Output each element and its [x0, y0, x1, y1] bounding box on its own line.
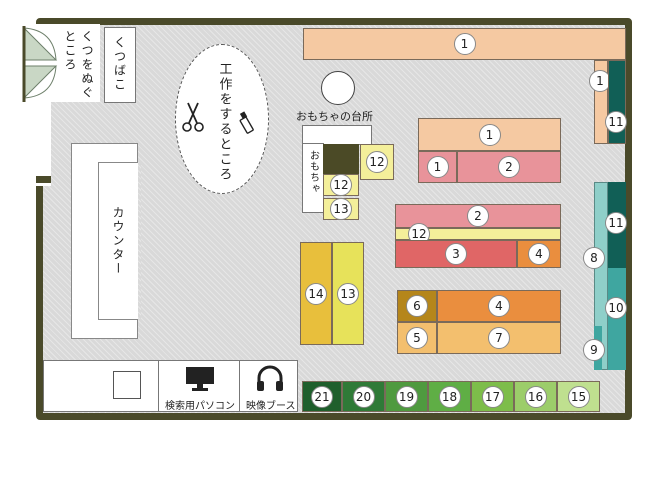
- shelf-number: 11: [605, 212, 627, 234]
- shelf-19: 19: [385, 381, 428, 412]
- sink-icon: [321, 71, 355, 105]
- shelf-number: 14: [305, 282, 327, 305]
- box-icon: [113, 371, 141, 399]
- shelf-15: 15: [557, 381, 600, 412]
- shelf-5: 5: [397, 322, 437, 354]
- shelf-13: 13: [332, 242, 364, 345]
- shelf-number: 2: [467, 205, 489, 227]
- shelf-number: 6: [406, 295, 428, 317]
- shelf-number: 17: [481, 385, 504, 408]
- shelf-6: 6: [397, 290, 437, 322]
- shelf-10: [608, 268, 626, 370]
- shelf-7: 7: [437, 322, 561, 354]
- monitor-icon: [186, 367, 214, 391]
- shelf-12-strip: [395, 228, 561, 240]
- shelf-number: 5: [406, 327, 428, 349]
- video-booth: 映像ブース: [240, 360, 298, 412]
- door-icon: [22, 26, 58, 102]
- shelf-12-toy: 12: [323, 174, 359, 196]
- shelf-21: 21: [302, 381, 342, 412]
- shelf-16: 16: [514, 381, 557, 412]
- shelf-4-red-side: 4: [517, 240, 561, 268]
- wall-segment: [36, 176, 51, 183]
- shelf-1-mid: 1: [418, 118, 561, 151]
- toy-shelf: おもちゃ: [302, 143, 324, 213]
- counter-label: カウンター: [111, 206, 125, 276]
- shelf-number: 8: [583, 247, 605, 269]
- shelf-number: 4: [528, 243, 550, 265]
- shoe-box: くつばこ: [104, 27, 136, 103]
- headphones-icon: [257, 365, 283, 391]
- shelf-number: 16: [524, 385, 547, 408]
- search-pc-station: 検索用パソコン: [158, 360, 240, 412]
- shelf-13-toy: 13: [323, 198, 359, 220]
- shelf-number: 12: [330, 174, 352, 196]
- workshop-label: 工作をするところ: [216, 62, 232, 182]
- shelf-number: 1: [453, 33, 476, 55]
- shelf-number: 7: [488, 327, 510, 349]
- shelf-number: 15: [567, 385, 590, 408]
- shelf-18: 18: [428, 381, 471, 412]
- shelf-number: 11: [605, 111, 627, 133]
- shelf-4-orange: 4: [437, 290, 561, 322]
- shelf-12-small: 12: [360, 144, 394, 180]
- shelf-number: 13: [330, 198, 352, 220]
- shoe-area-label: くつをぬぐところ: [63, 30, 94, 100]
- shelf-number: 10: [605, 297, 627, 319]
- shelf-number: 4: [488, 295, 510, 317]
- shoe-removal-area: くつをぬぐところ: [60, 26, 98, 102]
- shelf-number: 20: [352, 385, 375, 408]
- shoe-box-label: くつばこ: [112, 36, 127, 92]
- shelf-number: 1: [478, 123, 501, 146]
- scissors-icon: [182, 102, 204, 132]
- counter-desk: カウンター: [98, 162, 138, 320]
- workshop-text-box: 工作をするところ: [212, 62, 236, 182]
- shelf-number: 9: [583, 339, 605, 361]
- shelf-20: 20: [342, 381, 385, 412]
- shelf-3: 3: [395, 240, 517, 268]
- shelf-14: 14: [300, 242, 332, 345]
- shelf-17: 17: [471, 381, 514, 412]
- search-pc-label: 検索用パソコン: [165, 401, 235, 412]
- shelf-number: 3: [445, 243, 467, 265]
- shelf-number: 1: [426, 156, 449, 178]
- video-booth-label: 映像ブース: [246, 401, 296, 412]
- glue-icon: [239, 111, 254, 134]
- shelf-number: 13: [337, 282, 359, 305]
- toy-kitchen-label: おもちゃの台所: [296, 110, 373, 123]
- toy-kitchen-stove: [323, 144, 359, 174]
- toy-label: おもちゃ: [307, 150, 319, 194]
- entrance-gap: [27, 100, 51, 186]
- toy-kitchen-counter: [302, 125, 372, 145]
- shelf-number: 2: [498, 156, 520, 178]
- shelf-number: 21: [311, 385, 333, 408]
- shelf-number: 18: [438, 385, 461, 408]
- shelf-number: 12: [366, 151, 388, 173]
- shelf-1-top: 1: [303, 28, 626, 60]
- shelf-2-upper: 2: [457, 151, 561, 183]
- shelf-1-small: 1: [418, 151, 457, 183]
- shelf-number: 19: [395, 385, 418, 408]
- bottom-counter: [43, 360, 298, 412]
